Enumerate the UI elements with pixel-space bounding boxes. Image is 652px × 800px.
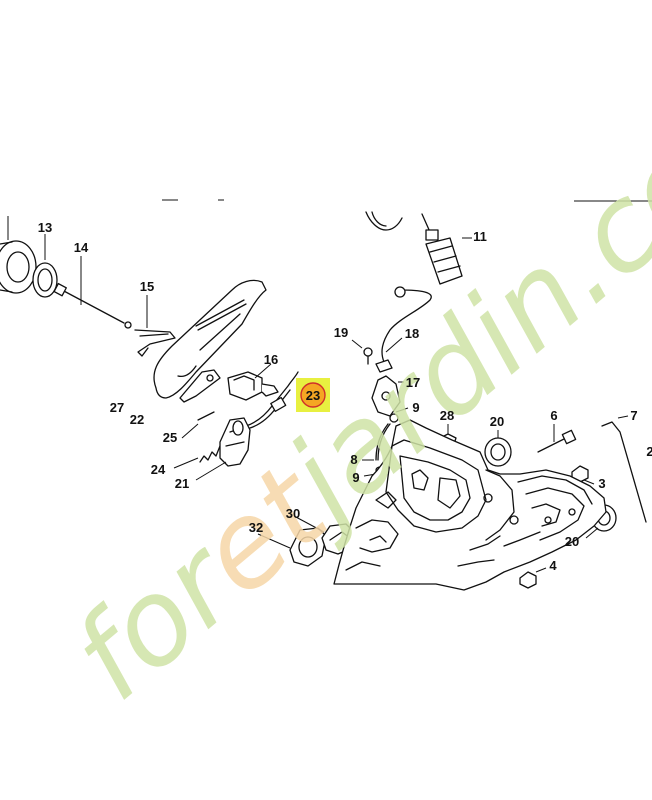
callout-30: 30 [286,506,300,521]
callout-11: 11 [473,229,487,244]
part-bracket [179,369,221,403]
part-13-ring [0,216,58,298]
callout-19: 19 [334,325,348,340]
callout-4: 4 [549,558,557,573]
part-4-screw [519,567,547,589]
main-housing [333,419,607,591]
highlight-callout-23[interactable]: 23 [296,378,330,412]
callout-25: 25 [163,430,177,445]
part-3-nut [571,465,595,485]
callout-20a: 20 [490,414,504,429]
part-15-clip [134,295,176,357]
part-25-pin [181,411,215,439]
watermark: foretjardin.com [47,38,652,727]
part-6-bolt [537,424,577,453]
callout-17: 17 [406,375,420,390]
part-21-trigger [195,417,251,481]
callout-2: 2 [646,444,652,459]
part-18-cable [375,286,432,373]
callout-6: 6 [550,408,557,423]
part-16-switch [227,363,279,401]
part-14-bolt [53,256,132,329]
callout-13: 13 [38,220,52,235]
part-19-screw [351,339,373,365]
callout-14: 14 [74,240,89,255]
callout-16: 16 [264,352,278,367]
callout-20b: 20 [565,534,579,549]
callout-21: 21 [175,476,189,491]
part-23-wire [245,371,299,429]
part-11-fuel-filter [365,211,472,285]
callout-15: 15 [140,279,154,294]
part-7-rod [601,415,647,523]
part-20a-damper [484,430,512,467]
callout-27: 27 [110,400,124,415]
svg-text:foretjardin.com: foretjardin.com [47,38,652,727]
part-22-handle [153,279,267,399]
callout-7: 7 [630,408,637,423]
callout-22: 22 [130,412,144,427]
part-17-bracket [371,375,404,417]
callout-3: 3 [598,476,605,491]
callout-8: 8 [350,452,357,467]
callout-labels: 13 14 15 16 27 22 25 24 21 32 30 11 19 1… [38,220,652,573]
callout-9a: 9 [412,400,419,415]
part-24-spring [173,439,225,469]
callout-28: 28 [440,408,454,423]
callout-9b: 9 [352,470,359,485]
callout-18: 18 [405,326,419,341]
callout-23: 23 [306,388,320,403]
callout-32: 32 [249,520,263,535]
callout-24: 24 [151,462,166,477]
frame-lines [162,199,652,202]
